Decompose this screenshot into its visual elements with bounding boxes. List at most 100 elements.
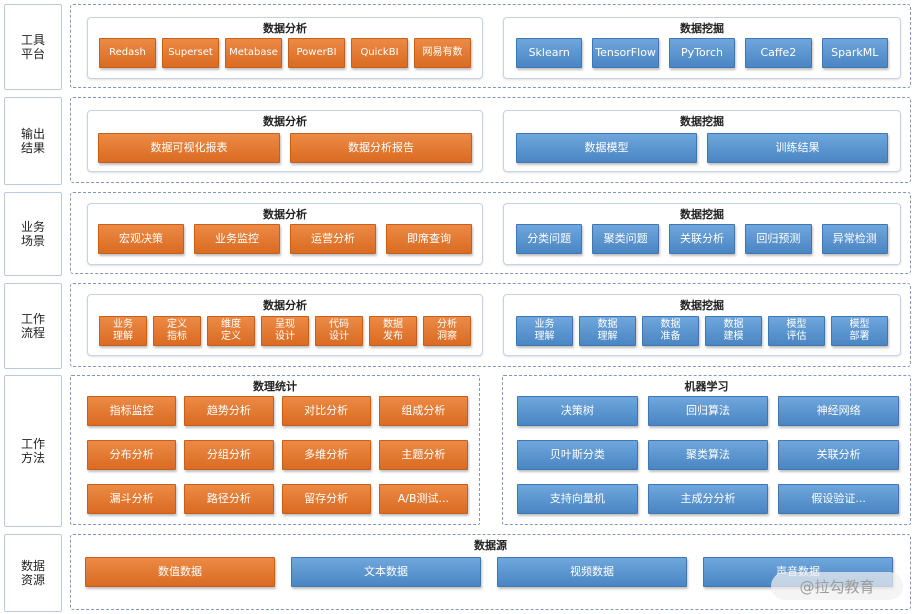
scenario-button[interactable]: 分类问题 (516, 224, 583, 254)
scenario-list: 宏观决策业务监控运营分析即席查询 (98, 224, 472, 254)
output-button[interactable]: 数据分析报告 (290, 133, 472, 163)
output-list: 数据模型训练结果 (516, 133, 888, 163)
scenario-button[interactable]: 即席查询 (386, 224, 472, 254)
process-step[interactable]: 业务 理解 (99, 316, 147, 346)
scenario-button[interactable]: 关联分析 (668, 224, 736, 254)
process-step[interactable]: 模型 评估 (768, 316, 825, 346)
process-step[interactable]: 数据 准备 (642, 316, 699, 346)
panel-title: 数据挖掘 (680, 208, 724, 221)
scenario-analysis-panel: 数据分析 宏观决策业务监控运营分析即席查询 (87, 203, 483, 265)
output-button[interactable]: 训练结果 (707, 133, 888, 163)
tool-button[interactable]: QuickBI (351, 38, 408, 68)
scenario-row: 数据分析 宏观决策业务监控运营分析即席查询 数据挖掘 分类问题聚类问题关联分析回… (70, 192, 911, 274)
tool-button[interactable]: Redash (99, 38, 156, 68)
output-analysis-panel: 数据分析 数据可视化报表数据分析报告 (87, 110, 483, 172)
method-button[interactable]: 漏斗分析 (87, 484, 177, 514)
scenario-button[interactable]: 聚类问题 (592, 224, 659, 254)
process-step[interactable]: 模型 部署 (831, 316, 888, 346)
process-step[interactable]: 代码 设计 (315, 316, 363, 346)
scenario-button[interactable]: 运营分析 (290, 224, 376, 254)
method-button[interactable]: 趋势分析 (184, 396, 274, 426)
method-button[interactable]: 关联分析 (778, 440, 899, 470)
method-button[interactable]: 神经网络 (778, 396, 899, 426)
method-button[interactable]: 留存分析 (281, 484, 371, 514)
process-mining-panel: 数据挖掘 业务 理解数据 理解数据 准备数据 建模模型 评估模型 部署 (503, 294, 901, 356)
method-button[interactable]: 对比分析 (281, 396, 371, 426)
method-button[interactable]: 组成分析 (378, 396, 468, 426)
panel-title: 数据挖掘 (680, 22, 724, 35)
panel-title: 数据挖掘 (680, 299, 724, 312)
method-button[interactable]: A/B测试... (378, 484, 468, 514)
method-list: 指标监控趋势分析对比分析组成分析分布分析分组分析多维分析主题分析漏斗分析路径分析… (87, 396, 468, 514)
process-list: 业务 理解数据 理解数据 准备数据 建模模型 评估模型 部署 (516, 316, 888, 346)
process-step[interactable]: 定义 指标 (153, 316, 201, 346)
row-label-scenario: 业务 场景 (4, 192, 62, 276)
tool-button[interactable]: Caffe2 (745, 38, 812, 68)
output-list: 数据可视化报表数据分析报告 (98, 133, 472, 163)
tool-button[interactable]: TensorFlow (592, 38, 659, 68)
method-button[interactable]: 分组分析 (184, 440, 274, 470)
process-step[interactable]: 呈现 设计 (261, 316, 309, 346)
output-button[interactable]: 数据模型 (516, 133, 697, 163)
panel-title: 数据挖掘 (680, 115, 724, 128)
source-button[interactable]: 视频数据 (497, 557, 687, 587)
method-button[interactable]: 路径分析 (184, 484, 274, 514)
method-button[interactable]: 假设验证... (778, 484, 899, 514)
tools-mining-panel: 数据挖掘 Sklearn TensorFlow PyTorch Caffe2 Spark… (503, 17, 901, 79)
row-label-method: 工作 方法 (4, 375, 62, 527)
method-button[interactable]: 分布分析 (87, 440, 177, 470)
panel-title: 数理统计 (253, 380, 297, 393)
method-button[interactable]: 聚类算法 (647, 440, 769, 470)
process-step[interactable]: 维度 定义 (207, 316, 255, 346)
panel-title: 机器学习 (684, 380, 729, 393)
method-button[interactable]: 回归算法 (647, 396, 769, 426)
tool-button[interactable]: Sklearn (516, 38, 583, 68)
watermark: @拉勾教育 (771, 572, 903, 600)
row-label-tools: 工具 平台 (4, 4, 62, 90)
method-statistics-panel: 数理统计 指标监控趋势分析对比分析组成分析分布分析分组分析多维分析主题分析漏斗分… (70, 375, 480, 525)
row-label-process: 工作 流程 (4, 283, 62, 369)
source-button[interactable]: 文本数据 (291, 557, 481, 587)
tool-button[interactable]: PyTorch (668, 38, 736, 68)
process-step[interactable]: 业务 理解 (516, 316, 573, 346)
panel-title: 数据分析 (263, 208, 307, 221)
process-step[interactable]: 数据 建模 (705, 316, 762, 346)
source-row: 数据源 数值数据文本数据视频数据声音数据 (70, 534, 911, 610)
tool-button[interactable]: SparkML (821, 38, 888, 68)
tool-button[interactable]: 网易有数 (414, 38, 471, 68)
scenario-list: 分类问题聚类问题关联分析回归预测异常检测 (516, 224, 888, 254)
tool-button[interactable]: Metabase (225, 38, 282, 68)
scenario-button[interactable]: 业务监控 (194, 224, 280, 254)
source-items: 数值数据文本数据视频数据声音数据 (85, 557, 893, 587)
method-button[interactable]: 主题分析 (378, 440, 468, 470)
tool-button[interactable]: PowerBI (288, 38, 345, 68)
scenario-button[interactable]: 宏观决策 (98, 224, 184, 254)
output-button[interactable]: 数据可视化报表 (98, 133, 280, 163)
process-step[interactable]: 分析 洞察 (423, 316, 471, 346)
process-step[interactable]: 数据 发布 (369, 316, 417, 346)
method-list: 决策树回归算法神经网络贝叶斯分类聚类算法关联分析支持向量机主成分分析假设验证..… (517, 396, 899, 514)
method-button[interactable]: 指标监控 (87, 396, 177, 426)
panel-title: 数据分析 (263, 22, 307, 35)
method-button[interactable]: 主成分分析 (647, 484, 769, 514)
process-list: 业务 理解定义 指标维度 定义呈现 设计代码 设计数据 发布分析 洞察 (99, 316, 471, 346)
row-label-output: 输出 结果 (4, 97, 62, 185)
scenario-mining-panel: 数据挖掘 分类问题聚类问题关联分析回归预测异常检测 (503, 203, 901, 265)
process-step[interactable]: 数据 理解 (579, 316, 636, 346)
tool-list: Sklearn TensorFlow PyTorch Caffe2 SparkML (516, 38, 888, 68)
scenario-button[interactable]: 回归预测 (745, 224, 812, 254)
method-ml-panel: 机器学习 决策树回归算法神经网络贝叶斯分类聚类算法关联分析支持向量机主成分分析假… (502, 375, 911, 525)
process-row: 数据分析 业务 理解定义 指标维度 定义呈现 设计代码 设计数据 发布分析 洞察… (70, 283, 911, 367)
method-button[interactable]: 支持向量机 (517, 484, 638, 514)
process-analysis-panel: 数据分析 业务 理解定义 指标维度 定义呈现 设计代码 设计数据 发布分析 洞察 (87, 294, 483, 356)
method-button[interactable]: 决策树 (517, 396, 638, 426)
method-button[interactable]: 贝叶斯分类 (517, 440, 638, 470)
tool-button[interactable]: Superset (162, 38, 219, 68)
method-button[interactable]: 多维分析 (281, 440, 371, 470)
source-button[interactable]: 数值数据 (85, 557, 275, 587)
scenario-button[interactable]: 异常检测 (821, 224, 888, 254)
output-row: 数据分析 数据可视化报表数据分析报告 数据挖掘 数据模型训练结果 (70, 97, 911, 183)
